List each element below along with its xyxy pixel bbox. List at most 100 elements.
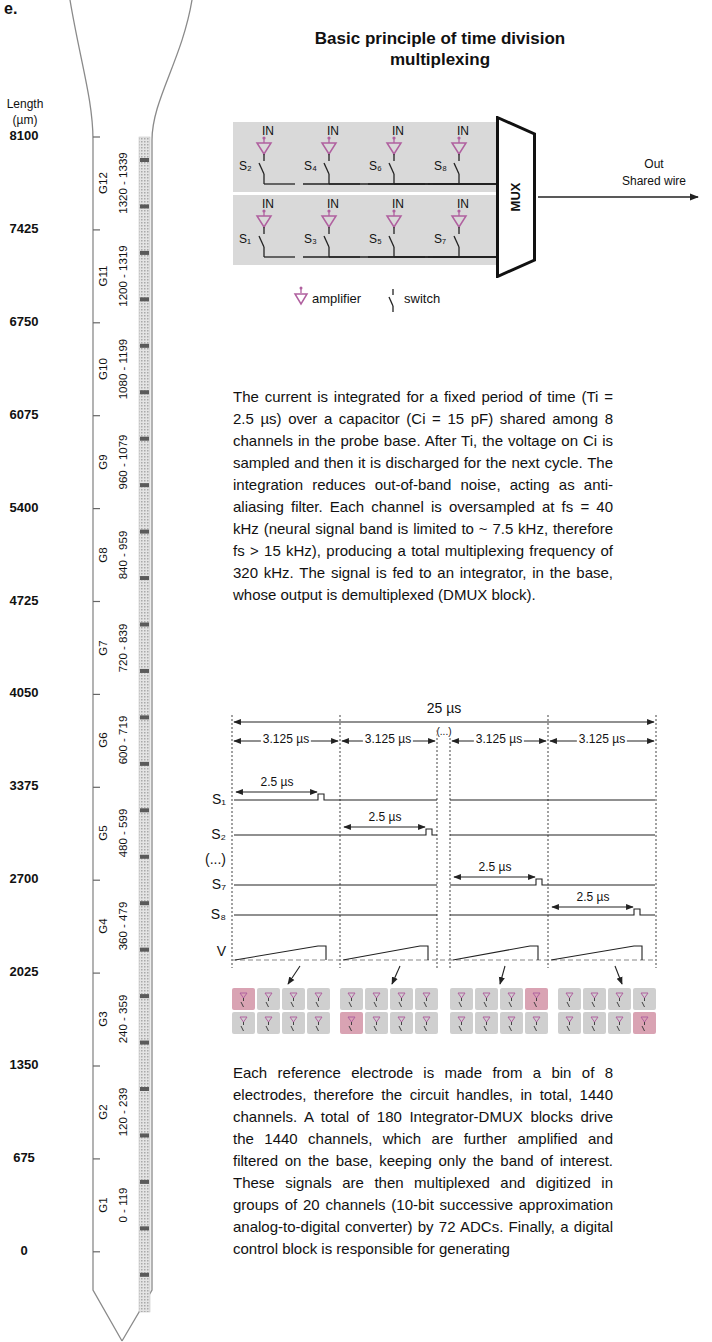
mini-switch: [376, 1022, 377, 1025]
mini-cell: [340, 988, 363, 1010]
label-text: 6075: [10, 408, 39, 423]
mini-amplifier: [290, 1017, 297, 1022]
wire-stub: [459, 183, 490, 184]
switch-symbol: [263, 154, 264, 161]
amplifier-symbol: [322, 216, 336, 227]
label-text: 3.125 µs: [577, 733, 627, 747]
wire-stub: [329, 256, 360, 257]
channel-grid-icons: [232, 988, 656, 1034]
label-text: 6750: [10, 315, 39, 330]
mini-switch: [484, 1002, 487, 1007]
switch-symbol: [393, 154, 394, 161]
mini-amplifier: [423, 1017, 430, 1022]
switch-symbol: [393, 174, 394, 184]
mini-switch: [486, 1022, 487, 1025]
electrode-mark: [140, 669, 149, 673]
cell-background: [298, 195, 368, 265]
electrode-mark: [140, 390, 149, 394]
electrode-mark: [140, 994, 149, 998]
label-text: S₁: [212, 791, 226, 807]
mini-switch: [461, 1022, 462, 1025]
input-label: IN: [428, 198, 498, 211]
mini-switch: [594, 998, 595, 1001]
amplifier-symbol: [387, 143, 401, 154]
scale-tick: [93, 136, 100, 137]
mini-switch: [241, 1002, 244, 1007]
electrode-mark: [140, 204, 149, 208]
mini-switch: [291, 1002, 294, 1007]
mini-amplifier: [458, 1017, 465, 1022]
mini-cell: [608, 1012, 631, 1034]
cell-background: [428, 195, 498, 265]
channel-cell: INS₅: [363, 195, 433, 265]
electrode-mark: [140, 437, 149, 441]
mini-amplifier: [315, 1017, 322, 1022]
mini-switch: [486, 998, 487, 1001]
amplifier-symbol: [387, 216, 401, 227]
mini-amplifier: [616, 1017, 623, 1022]
mini-amplifier: [240, 993, 247, 998]
mini-switch: [617, 1026, 620, 1031]
label-text: 5400: [10, 501, 39, 516]
switch-blade: [454, 163, 459, 174]
mini-switch: [459, 1026, 462, 1031]
channel-cell: INS₇: [428, 195, 498, 265]
switch-blade: [454, 236, 459, 247]
input-label: IN: [298, 125, 368, 138]
label-text: 600 - 719: [117, 716, 130, 765]
label-text: 3.125 µs: [363, 733, 413, 747]
mini-cell: [475, 1012, 498, 1034]
mini-cell: [633, 988, 656, 1010]
switch-label: S₅: [369, 233, 382, 246]
label-text: Length (µm): [1, 96, 49, 128]
diagram-title: Basic principle of time division multipl…: [305, 28, 575, 70]
mini-switch: [374, 1002, 377, 1007]
label-text: G9: [97, 454, 110, 469]
mini-switch: [594, 1022, 595, 1025]
wire-stub: [264, 256, 295, 257]
label-text: G12: [97, 172, 110, 194]
mini-switch: [316, 1026, 319, 1031]
electrode-mark: [140, 158, 149, 162]
label-text: 2.5 µs: [479, 861, 512, 875]
amplifier-symbol: [452, 143, 466, 154]
switch-blade: [324, 163, 329, 174]
label-text: G10: [97, 358, 110, 380]
electrode-mark: [140, 948, 149, 952]
switch-symbol: [328, 227, 329, 234]
wire-stub: [329, 183, 360, 184]
mini-cell: [365, 988, 388, 1010]
cell-background: [363, 122, 433, 192]
label-text: G11: [97, 265, 110, 286]
label-text: 675: [13, 1151, 35, 1166]
mini-cell: [340, 1012, 363, 1034]
wire-stub: [394, 183, 425, 184]
mini-amplifier: [566, 1017, 573, 1022]
channel-cell: INS₈: [428, 122, 498, 192]
mini-switch: [316, 1002, 319, 1007]
mini-amplifier: [641, 1017, 648, 1022]
label-text: G1: [97, 1197, 110, 1212]
electrode-mark: [140, 1273, 149, 1277]
mini-amplifier: [533, 1017, 540, 1022]
switch-blade: [324, 236, 329, 247]
mini-switch: [534, 1026, 537, 1031]
scale-tick: [93, 1065, 100, 1066]
mini-switch: [617, 1002, 620, 1007]
mini-switch: [318, 998, 319, 1001]
mini-amplifier: [348, 993, 355, 998]
mux-shape: [498, 118, 535, 277]
electrode-mark: [140, 1180, 149, 1184]
switch-symbol: [458, 247, 459, 257]
mini-amplifier: [240, 1017, 247, 1022]
mini-amplifier: [315, 993, 322, 998]
electrode-mark: [140, 251, 149, 255]
mini-cell: [608, 988, 631, 1010]
mini-cell: [633, 1012, 656, 1034]
switch-symbol: [458, 154, 459, 161]
timing-diagram: [232, 715, 656, 984]
mini-amplifier: [398, 993, 405, 998]
input-label: IN: [233, 198, 303, 211]
label-text: 720 - 839: [117, 623, 130, 672]
label-text: 3.125 µs: [261, 733, 311, 747]
